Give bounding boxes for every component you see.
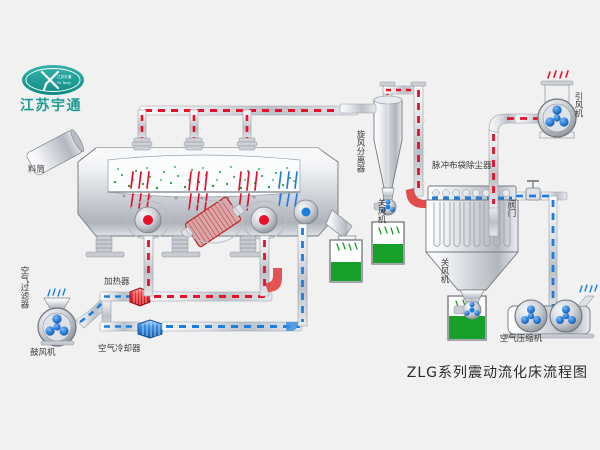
compressor-base [503,333,595,339]
blower-impeller-blades [45,314,69,336]
label-rotary-valve-2: 关风机 [439,257,449,284]
induced-draft-fan-unit [537,70,577,139]
label-valve: 阀门 [506,200,516,218]
label-air-compressor: 空气压缩机 [500,333,543,344]
compressor-blades-1 [521,305,541,324]
compressor-hub-2 [562,312,570,320]
label-bag-filter: 脉冲布袋除尘器 [432,160,492,171]
label-cyclone-separator: 旋风分离器 [355,129,365,173]
motor-end-cap-right [232,204,245,217]
heater-unit [129,235,282,307]
blower-outlet-flow [79,302,103,324]
air-compressor-unit [503,284,598,339]
valve-body[interactable] [525,187,541,201]
compressed-air-line [515,180,568,321]
fan-stack-cap [540,80,574,86]
bin-1-contents [331,262,361,281]
diagram-labels: 料筒 脉冲布袋除尘器 空气压缩机 鼓风机 加热器 空气冷却器 [28,160,543,358]
blower-hub [53,323,61,331]
fluid-bed-top-deck [96,148,330,158]
blower-discharge-duct [75,291,141,332]
compressor-blades-2 [556,305,576,324]
fan-hub [553,114,561,122]
fan-exhaust-arrows [547,70,569,79]
logo-company-name: 江苏宇通 [20,97,82,114]
bin-3-contents [449,316,485,339]
logo-inner-ring [25,68,81,92]
hot-air-elbow [265,268,282,292]
drying-chamber-window [107,154,301,198]
cyclone-to-bagfilter-riser [406,81,432,208]
cyclone-rotary-valve [373,198,397,216]
label-blower: 鼓风机 [30,347,56,358]
bed-plenum-cooling [293,199,319,225]
motor-fins [187,199,237,246]
compressor-intake-arrows [579,284,598,293]
bed-spring-supports [85,235,269,258]
cyclone-flange-top [379,81,396,87]
logo-badge-top: 江苏宇通 [57,74,72,79]
hot-air-top-header [131,105,359,151]
header-risers [137,109,252,141]
product-collection-bin-2 [371,221,405,265]
cyclone-separator-unit [339,81,420,216]
riser-flange [410,81,427,87]
air-cooler-unit [137,223,308,339]
cooler-body [137,319,163,339]
riser-elbow-to-filter [406,188,432,208]
cooler-coil-fins [142,321,160,337]
label-heater: 加热器 [104,276,130,287]
cold-air-arrows-in-bed [278,171,298,207]
bin-1-falling-material [336,242,358,251]
bin-2-falling-material [378,226,400,235]
label-air-filter: 空气过滤器 [19,265,29,309]
cyclone-inlet-pipe [339,103,377,114]
heater-coil-fins [133,289,147,305]
hot-air-arrows-in-bed [130,171,258,211]
compressor-intake-filter [577,295,595,307]
filter-bags [433,202,511,247]
cold-air-riser [297,223,308,327]
blower-base [40,340,75,346]
cold-air-elbow [286,322,298,331]
compressor-hub-1 [527,312,535,320]
label-feed-hopper: 料筒 [28,164,45,175]
riser-pipe [413,85,424,197]
air-intake-arrows [47,288,66,297]
bagfilter-rotary-valve [453,300,482,320]
distributor-plate-holes [122,194,282,200]
fan-base-frame [539,131,575,139]
logo-oval [22,65,84,95]
bag-filter-discharge-cone [459,289,485,303]
feed-hopper-mouth [70,129,85,153]
bin-2-contents [373,244,403,263]
diagram-labels-vertical: 旋风分离器 关风机 关风机 引风机 阀门 空气过滤器 [19,92,583,309]
fan-impeller-blades [545,105,569,127]
product-collection-bin-1 [329,239,363,283]
diagram-title: ZLG系列震动流化床流程图 [407,365,588,381]
company-logo: 江苏宇通 Yu Tong 江苏宇通 [20,65,84,114]
bagfilter-to-fan-duct [488,113,556,237]
label-induced-draft-fan: 引风机 [573,92,583,118]
label-rotary-valve-1: 关风机 [376,197,386,224]
vibration-motor [181,196,245,248]
blower-unit [37,288,77,347]
logo-mark-icon [40,70,60,92]
logo-badge-bottom: Yu Tong [57,81,71,85]
label-air-cooler: 空气冷却器 [98,343,141,354]
riser-bellows [131,137,258,151]
bag-filter-hopper [425,251,519,291]
